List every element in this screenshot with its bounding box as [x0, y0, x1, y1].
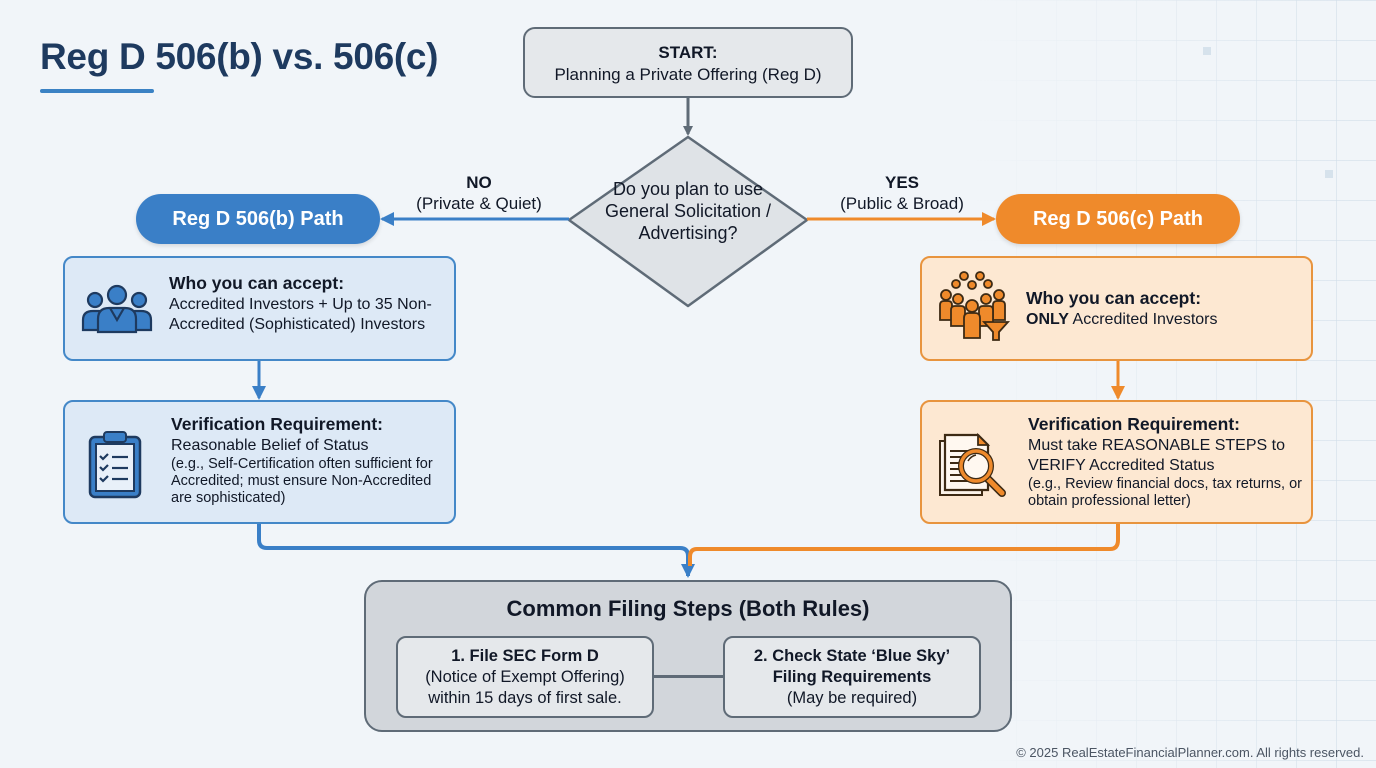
card-506b-verification-content: Verification Requirement: Reasonable Bel…	[171, 413, 441, 507]
start-text: Planning a Private Offering (Reg D)	[554, 65, 822, 84]
step-connector	[654, 675, 723, 678]
only-emphasis: ONLY	[1026, 311, 1069, 328]
branch-yes-label: YES (Public & Broad)	[828, 172, 976, 214]
branch-no-sub: (Private & Quiet)	[416, 194, 542, 213]
start-node: START: Planning a Private Offering (Reg …	[523, 27, 853, 98]
step-text: (May be required)	[786, 689, 918, 707]
clipboard-checklist-icon	[87, 429, 143, 506]
card-text: Must take REASONABLE STEPS to VERIFY Acc…	[1028, 437, 1285, 474]
people-group-icon	[81, 284, 153, 341]
arrow-b-to-common	[257, 523, 695, 578]
title-underline	[40, 89, 154, 93]
document-magnifier-icon	[936, 427, 1010, 506]
card-506b-verification: Verification Requirement: Reasonable Bel…	[63, 400, 456, 524]
grid-accent-dot	[1203, 47, 1211, 55]
card-506c-verification: Verification Requirement: Must take REAS…	[920, 400, 1313, 524]
common-title: Common Filing Steps (Both Rules)	[506, 596, 870, 621]
step-text: (Notice of Exempt Offering) within 15 da…	[425, 668, 625, 707]
grid-accent-dot	[1325, 170, 1333, 178]
card-506b-who-content: Who you can accept: Accredited Investors…	[169, 272, 434, 335]
start-label: START:	[658, 43, 718, 62]
copyright-footer: © 2025 RealEstateFinancialPlanner.com. A…	[1016, 745, 1364, 760]
step-file-form-d: 1. File SEC Form D (Notice of Exempt Off…	[396, 636, 654, 718]
card-heading: Who you can accept:	[1026, 288, 1202, 308]
card-heading: Verification Requirement:	[171, 414, 383, 434]
step-blue-sky: 2. Check State ‘Blue Sky’ Filing Require…	[723, 636, 981, 718]
step-title: 2. Check State ‘Blue Sky’ Filing Require…	[753, 647, 951, 686]
branch-no-title: NO	[466, 173, 492, 192]
card-heading: Verification Requirement:	[1028, 414, 1240, 434]
card-heading: Who you can accept:	[169, 273, 345, 293]
crowd-filter-icon	[936, 270, 1011, 347]
card-text: Reasonable Belief of Status	[171, 437, 369, 454]
decision-diamond	[567, 135, 809, 308]
step-title: 1. File SEC Form D	[451, 647, 599, 665]
arrow-c-to-common	[688, 523, 1120, 566]
card-text: ONLY Accredited Investors	[1026, 310, 1218, 330]
common-filing-steps: Common Filing Steps (Both Rules) 1. File…	[364, 580, 1012, 732]
branch-yes-sub: (Public & Broad)	[840, 194, 964, 213]
card-506b-who: Who you can accept: Accredited Investors…	[63, 256, 456, 361]
card-note: (e.g., Review financial docs, tax return…	[1028, 476, 1303, 509]
card-506c-who-content: Who you can accept: ONLY Accredited Inve…	[1026, 287, 1218, 330]
card-506c-verification-content: Verification Requirement: Must take REAS…	[1028, 413, 1313, 510]
decision-question: Do you plan to use General Solicitation …	[604, 179, 772, 243]
background-grid	[976, 0, 1376, 768]
card-text-rest: Accredited Investors	[1068, 311, 1218, 328]
path-506b-pill: Reg D 506(b) Path	[136, 194, 380, 244]
path-506c-pill: Reg D 506(c) Path	[996, 194, 1240, 244]
branch-yes-title: YES	[884, 173, 920, 192]
card-note: (e.g., Self-Certification often sufficie…	[171, 456, 433, 506]
card-506c-who: Who you can accept: ONLY Accredited Inve…	[920, 256, 1313, 361]
card-text: Accredited Investors + Up to 35 Non-Accr…	[169, 296, 432, 333]
page-title: Reg D 506(b) vs. 506(c)	[40, 36, 439, 77]
branch-no-label: NO (Private & Quiet)	[404, 172, 554, 214]
